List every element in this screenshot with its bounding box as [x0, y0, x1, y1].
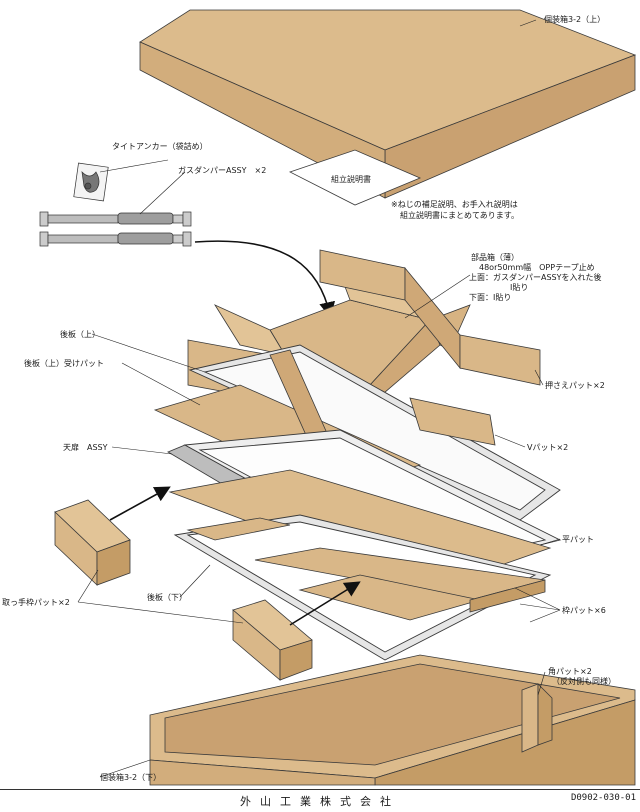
- label-door-assy: 天扉 ASSY: [63, 443, 108, 452]
- label-parts-box-line2: 上面：ガスダンパーASSYを入れた後: [469, 273, 602, 282]
- label-back-panel-top-pad: 後板（上）受けパット: [24, 359, 104, 368]
- insert-arrow-curved: [194, 240, 336, 319]
- corner-pad: [521, 683, 553, 753]
- label-flat-pad: 平パット: [562, 535, 594, 544]
- label-outer-box-bottom: 個装箱3-2（下）: [100, 773, 162, 782]
- outer-box-bottom: [149, 654, 636, 786]
- tight-anchor-bag-icon: [73, 162, 109, 202]
- insert-arrow-right: [289, 581, 361, 626]
- outer-box-top-left: [139, 41, 386, 199]
- label-frame-pad: 枠パット×6: [562, 606, 606, 615]
- insert-arrow-left: [109, 486, 171, 521]
- gas-damper-1: [39, 211, 192, 227]
- label-corner-pad-note: （反対側も同様）: [552, 677, 616, 686]
- label-v-pad: Vパット×2: [527, 443, 569, 452]
- footer-rule: [0, 789, 640, 790]
- label-parts-box-line1: 48or50mm幅 OPPテープ止め: [479, 263, 595, 272]
- gas-damper-2: [39, 231, 192, 247]
- label-handle-frame-pad: 取っ手枠パット×2: [2, 598, 70, 607]
- label-back-panel-top: 後板（上）: [60, 330, 100, 339]
- label-corner-pad: 角パット×2: [548, 667, 592, 676]
- handle-frame-pad-left: [54, 499, 131, 586]
- label-parts-box-line4: 下面：I貼り: [469, 293, 512, 302]
- outer-box-top-lid: [139, 9, 637, 199]
- label-holding-pad: 押さえパット×2: [545, 381, 605, 390]
- drawing-number: D0902-030-01: [570, 793, 636, 803]
- label-tight-anchor: タイトアンカー（袋詰め）: [112, 142, 208, 151]
- label-note-line1: ※ねじの補足説明、お手入れ説明は: [391, 200, 518, 209]
- leader-lines: [77, 19, 561, 778]
- label-parts-box-line3: I貼り: [510, 283, 529, 292]
- assembly-manual-sheet: [288, 149, 422, 206]
- label-back-panel-bottom: 後板（下）: [147, 593, 187, 602]
- handle-frame-pad-right: [232, 599, 313, 681]
- company-name: 外山工業株式会社: [240, 795, 400, 808]
- label-parts-box-title: 部品箱（薄）: [471, 253, 519, 262]
- gas-damper-assy: [39, 211, 192, 247]
- label-manual: 組立説明書: [331, 175, 371, 184]
- label-note-line2: 組立説明書にまとめてあります。: [400, 211, 519, 220]
- label-gas-damper: ガスダンパーASSY ×2: [178, 166, 267, 175]
- label-outer-box-top: 個装箱3-2（上）: [544, 15, 606, 24]
